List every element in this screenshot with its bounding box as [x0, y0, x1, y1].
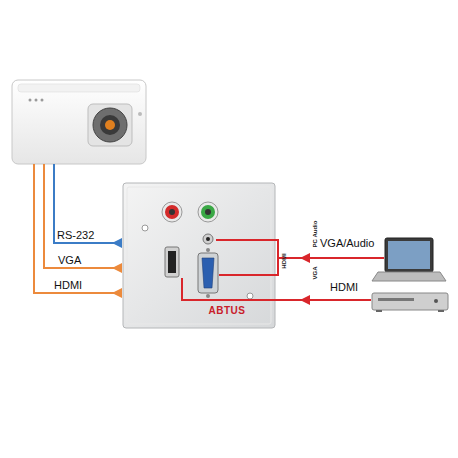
laptop	[372, 238, 446, 281]
projector-wires	[34, 164, 122, 298]
port-label: HDMI	[281, 253, 287, 268]
signal-label: RS-232	[55, 229, 96, 241]
wall-plate-box: HDMIVGAPC AudioABTUS	[123, 183, 275, 328]
source-wires	[182, 240, 384, 305]
signal-label: VGA/Audio	[318, 237, 376, 249]
brand-logo: ABTUS	[209, 306, 246, 316]
dvd-player	[372, 293, 448, 312]
signal-label: HDMI	[52, 279, 84, 291]
signal-label: VGA	[56, 254, 83, 266]
wall-plate	[123, 183, 275, 328]
port-label: VGA	[312, 266, 318, 279]
projector	[12, 80, 146, 164]
signal-label: HDMI	[328, 281, 360, 293]
